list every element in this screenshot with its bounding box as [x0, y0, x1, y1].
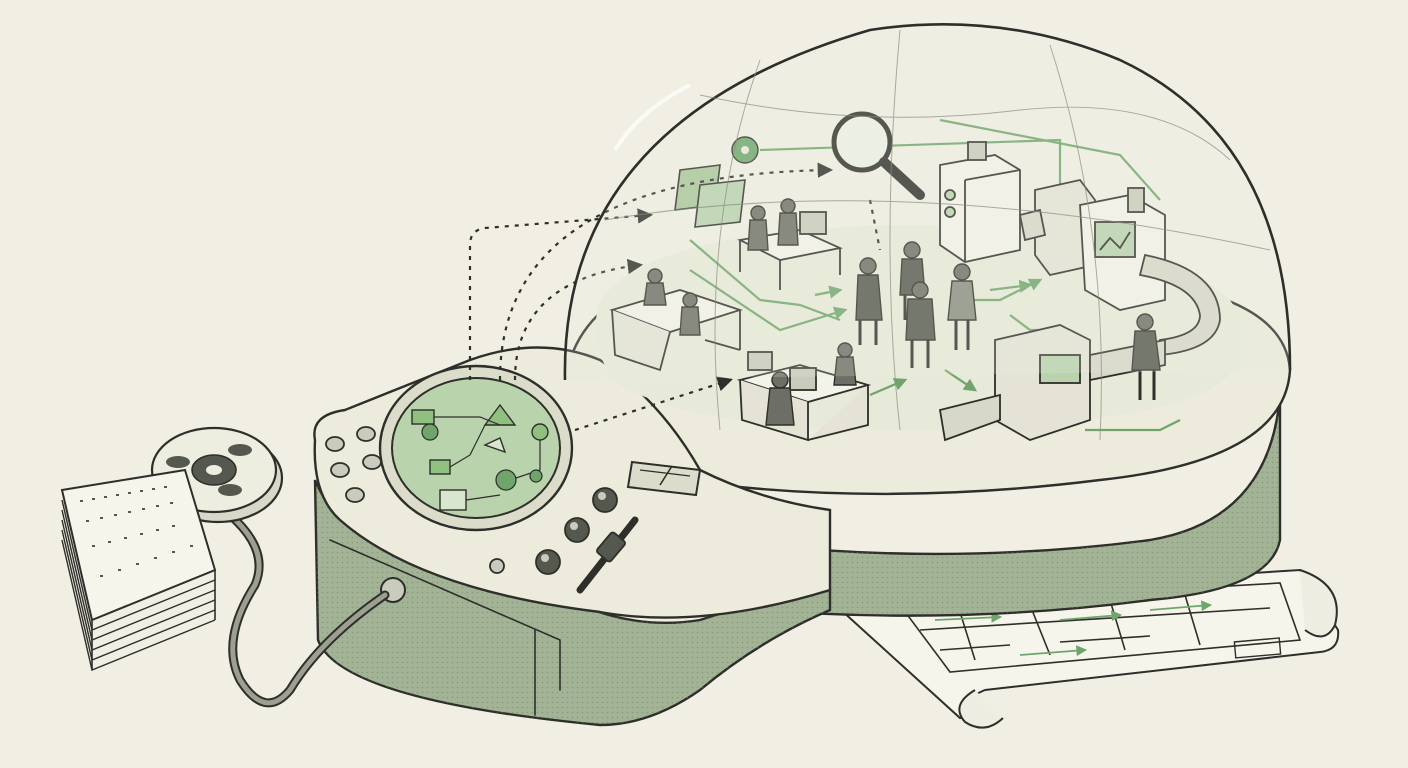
analog-meter	[626, 460, 702, 497]
slider	[576, 516, 639, 594]
gear-icon	[421, 423, 439, 441]
rotary-knob	[535, 549, 561, 575]
floating-documents	[674, 136, 759, 228]
push-button	[330, 462, 350, 478]
push-button	[325, 436, 345, 452]
push-button	[345, 487, 365, 503]
conveyor-worker	[1131, 313, 1161, 400]
rotary-knob	[489, 558, 505, 574]
workers	[643, 198, 857, 426]
push-button	[356, 426, 376, 442]
push-button	[362, 454, 382, 470]
punch-card-stack	[60, 468, 217, 671]
rotary-knob	[592, 487, 618, 513]
dotted-arrows	[468, 162, 882, 432]
magnifying-glass	[831, 111, 925, 200]
glass-dome	[563, 22, 1292, 441]
gear-icon	[495, 469, 517, 491]
console-controls	[325, 364, 702, 603]
meeting-group	[855, 241, 977, 368]
rotary-knob	[564, 517, 590, 543]
